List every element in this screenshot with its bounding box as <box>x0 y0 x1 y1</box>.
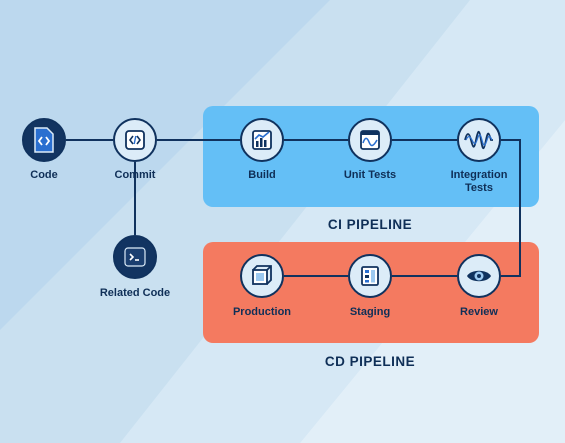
unit-tests-label: Unit Tests <box>343 169 397 181</box>
review-node[interactable] <box>457 254 501 298</box>
review-label: Review <box>460 306 498 318</box>
commit-node[interactable] <box>113 118 157 162</box>
staging-label: Staging <box>349 306 391 318</box>
production-node[interactable] <box>240 254 284 298</box>
eye-icon <box>467 270 491 282</box>
commit-label: Commit <box>114 169 156 181</box>
ci-pipeline-title: CI PIPELINE <box>327 217 413 232</box>
cd-pipeline-title: CD PIPELINE <box>324 354 416 369</box>
code-brackets-icon <box>125 130 145 150</box>
build-node[interactable] <box>240 118 284 162</box>
layout-panel-icon <box>361 266 379 286</box>
cube-icon <box>252 265 272 285</box>
unit-tests-node[interactable] <box>348 118 392 162</box>
bar-chart-icon <box>252 130 272 150</box>
integration-tests-label: Integration Tests <box>450 169 508 194</box>
terminal-icon <box>124 247 146 267</box>
code-file-icon <box>34 127 54 153</box>
integration-tests-node[interactable] <box>457 118 501 162</box>
connector-integration-review <box>501 139 521 277</box>
wave-icon <box>464 130 493 150</box>
staging-node[interactable] <box>348 254 392 298</box>
related-code-label: Related Code <box>99 287 171 299</box>
waveform-window-icon <box>360 130 380 150</box>
code-label: Code <box>30 169 58 181</box>
related-code-node[interactable] <box>113 235 157 279</box>
code-node[interactable] <box>22 118 66 162</box>
build-label: Build <box>248 169 276 181</box>
production-label: Production <box>232 306 292 318</box>
